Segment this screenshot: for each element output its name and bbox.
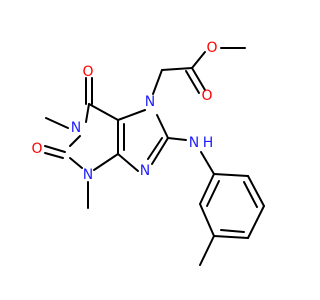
bond-n1-c6: [85, 103, 90, 123]
bond-n7-ch2: [152, 69, 163, 95]
bond-aryl-1: [199, 173, 215, 205]
bond-ester-c-o-double: [191, 67, 206, 91]
bond-c2-n1: [69, 135, 81, 147]
bond-n7-c8: [156, 114, 169, 139]
bond-c6-c5: [88, 103, 119, 121]
bond-aryl-4: [247, 205, 265, 239]
bond-c4-n3: [93, 153, 119, 171]
atom-n7: N: [145, 94, 155, 110]
bond-layer: [44, 47, 265, 266]
molecule-structure-diagram: O O O O N N N N N H: [31, 40, 265, 266]
atom-o-ester-double: O: [201, 88, 212, 104]
bond-c2-o: [44, 145, 66, 153]
bond-n3-c2: [69, 157, 83, 169]
bond-n1-methyl: [45, 117, 69, 129]
bond-ester-c-o-single: [191, 51, 206, 69]
bond-ester-c-o-double-inner: [185, 70, 200, 94]
bond-aryl-methyl: [199, 235, 215, 266]
bond-c8-n9: [151, 137, 169, 165]
atom-nh-nitrogen: N: [189, 135, 199, 151]
bond-aryl-2: [199, 203, 215, 237]
atom-n9: N: [140, 163, 150, 179]
atom-nh-hydrogen: H: [203, 135, 214, 151]
bond-nh-aryl: [200, 151, 215, 175]
bond-aryl-5: [247, 175, 265, 207]
bond-aryl-6: [213, 173, 249, 177]
bond-c5-n7: [117, 109, 146, 121]
bond-c8-n9-inner: [147, 137, 163, 160]
atom-n3: N: [83, 167, 93, 183]
bond-c2-o-inner: [44, 152, 64, 159]
atom-o-ester-single: O: [206, 40, 217, 56]
bond-n9-c4: [117, 153, 139, 172]
bond-aryl-inner-3: [243, 181, 258, 208]
bond-c8-nh: [167, 137, 187, 141]
bond-ch2-ester-c: [161, 67, 193, 71]
atom-o-c2: O: [31, 141, 42, 157]
atom-o-c6: O: [82, 64, 93, 80]
atom-label-layer: O O O O N N N N N H: [31, 40, 217, 183]
bond-aryl-inner-2: [220, 229, 245, 233]
atom-n1: N: [71, 120, 81, 136]
bond-aryl-3: [213, 235, 249, 239]
bond-aryl-inner-1: [206, 180, 220, 207]
